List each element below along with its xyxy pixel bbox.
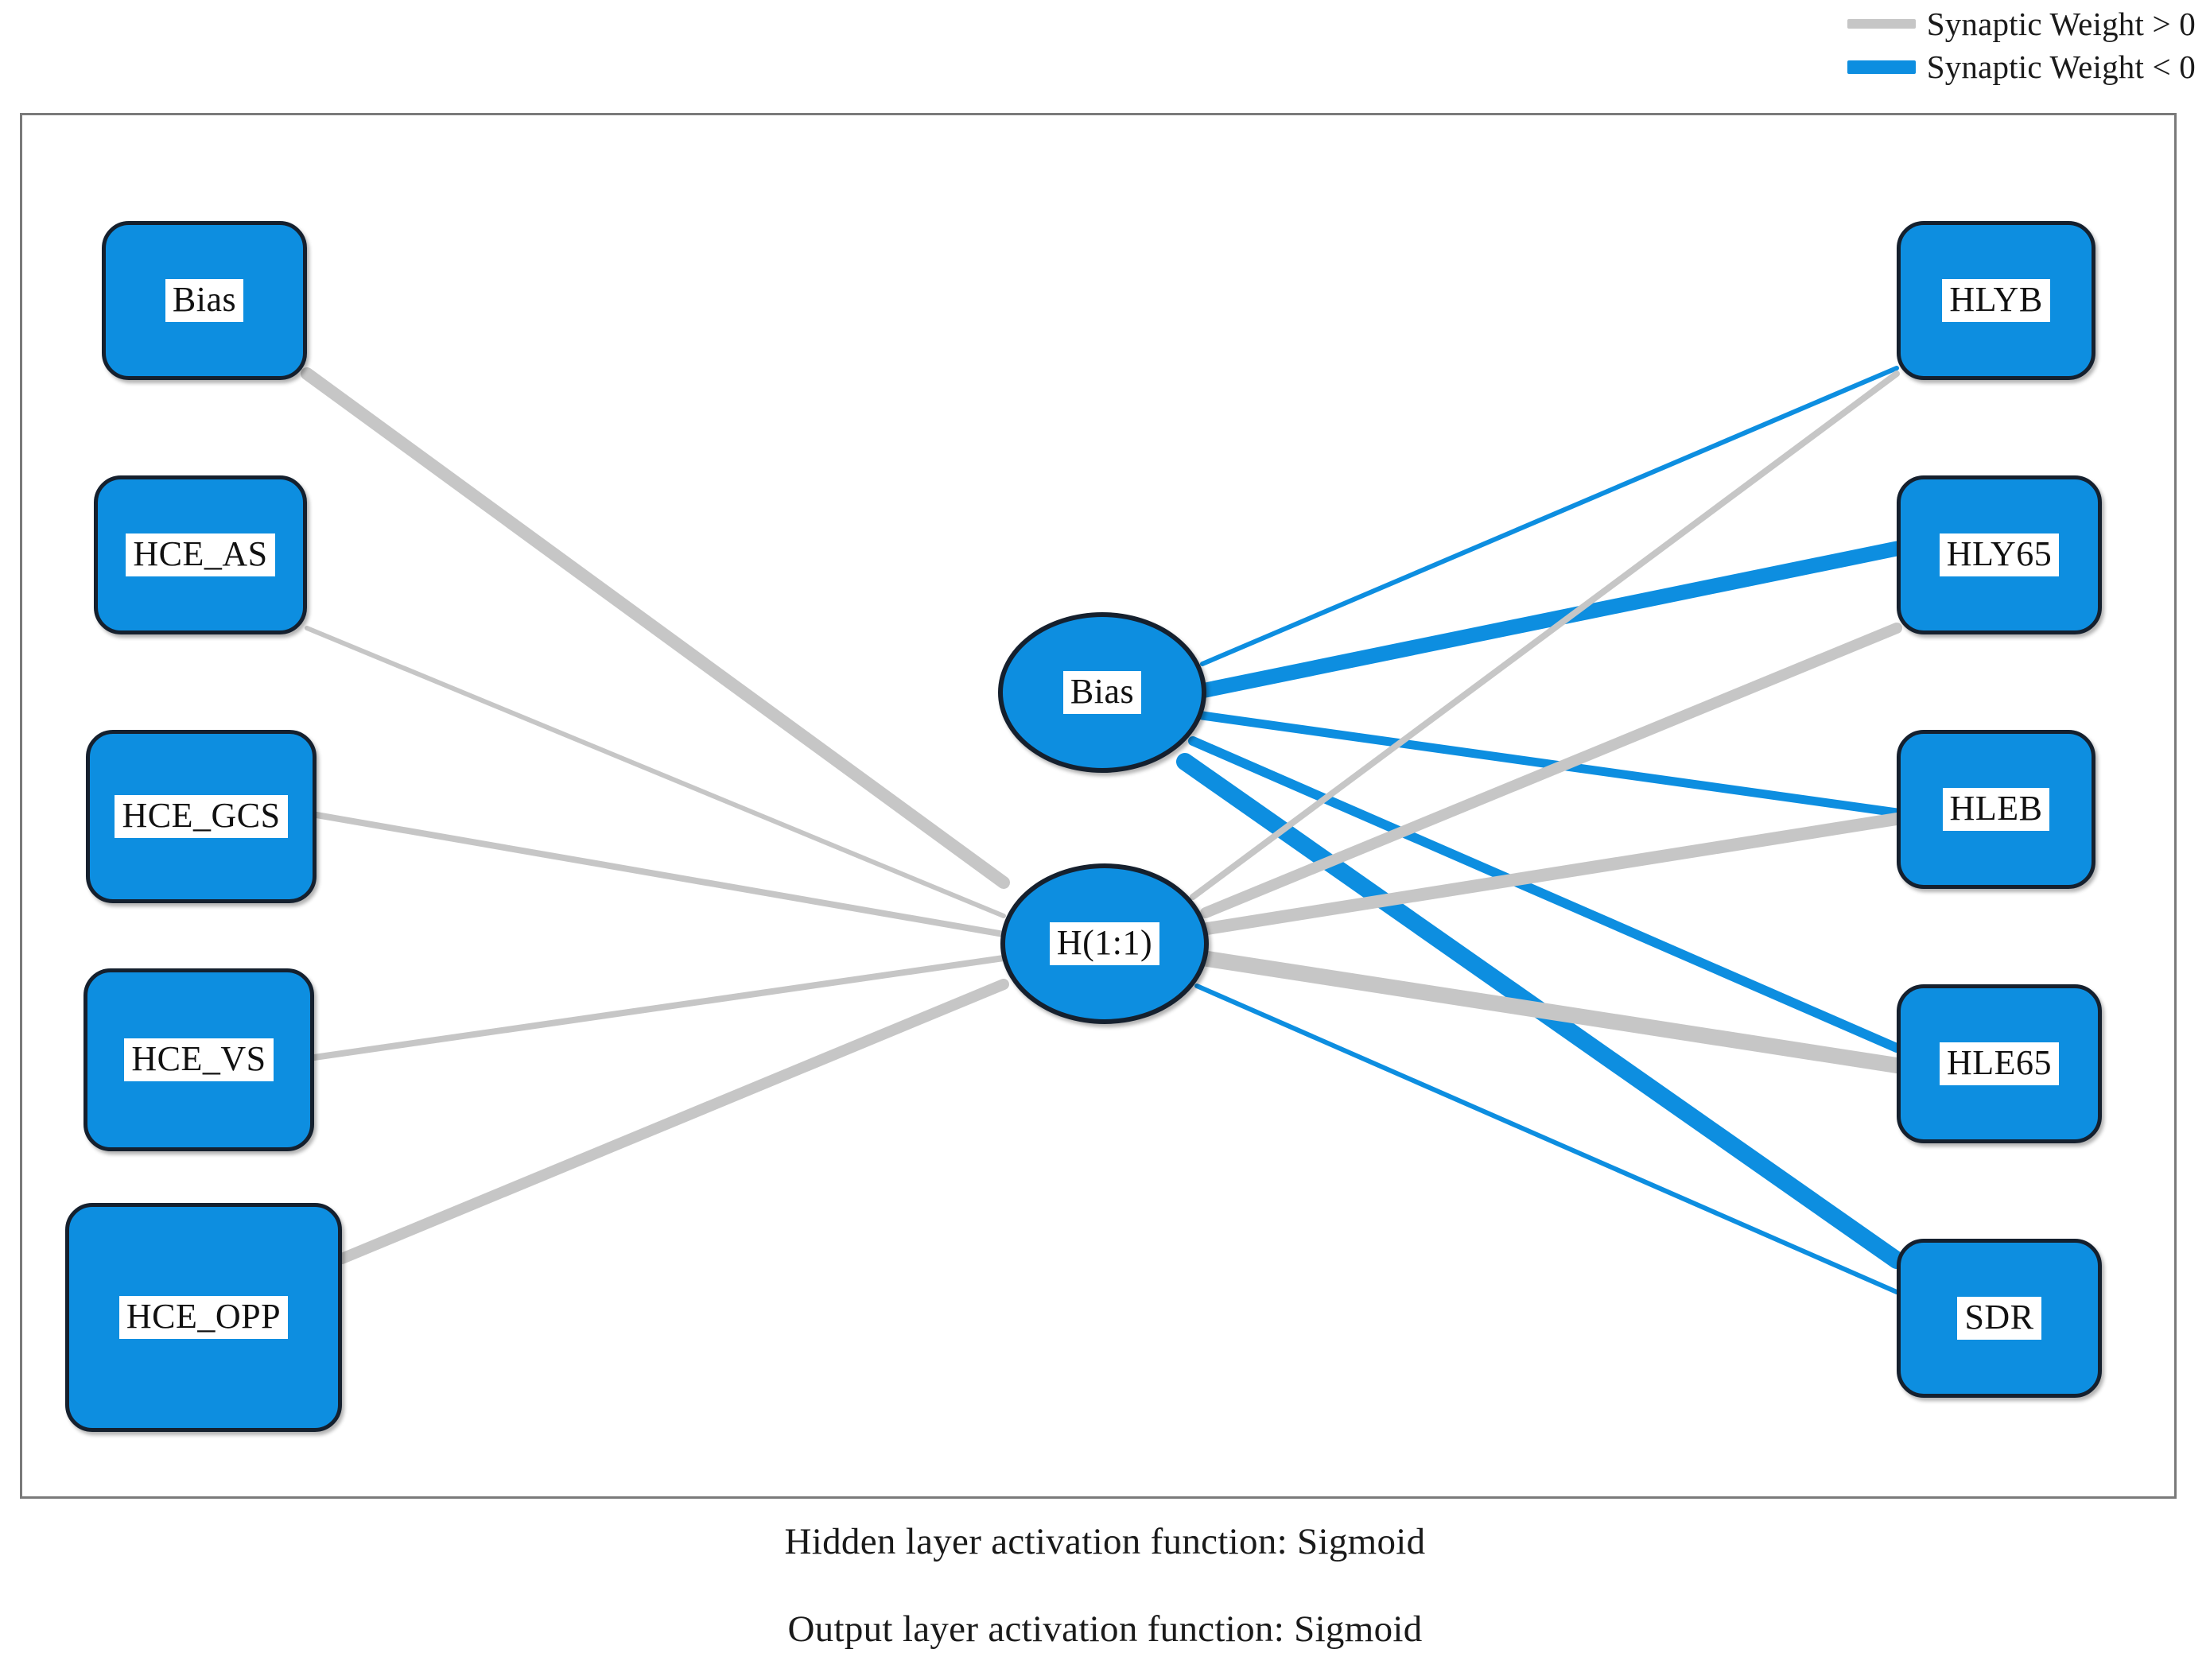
- legend-item-negative: Synaptic Weight < 0: [1847, 48, 2196, 85]
- node-label: Bias: [1062, 670, 1142, 715]
- hidden-activation-caption: Hidden layer activation function: Sigmoi…: [784, 1521, 1426, 1562]
- node-label: H(1:1): [1049, 921, 1160, 966]
- legend-label-positive: Synaptic Weight > 0: [1926, 6, 2196, 42]
- node-in-hce-as[interactable]: HCE_AS: [94, 475, 307, 634]
- output-activation-caption: Output layer activation function: Sigmoi…: [787, 1608, 1423, 1650]
- node-out-hlyb[interactable]: HLYB: [1897, 221, 2095, 380]
- node-in-hce-gcs[interactable]: HCE_GCS: [86, 730, 317, 903]
- legend-label-negative: Synaptic Weight < 0: [1926, 48, 2196, 85]
- node-in-hce-vs[interactable]: HCE_VS: [84, 968, 314, 1151]
- legend-swatch-positive-icon: [1847, 19, 1916, 29]
- legend: Synaptic Weight > 0 Synaptic Weight < 0: [1847, 6, 2196, 85]
- node-label: HCE_VS: [124, 1038, 274, 1082]
- node-label: SDR: [1957, 1296, 2041, 1341]
- legend-swatch-negative-icon: [1847, 60, 1916, 74]
- node-label: HLEB: [1942, 787, 2050, 832]
- node-h-1-1[interactable]: H(1:1): [1000, 863, 1209, 1024]
- node-label: HCE_GCS: [115, 794, 288, 839]
- legend-item-positive: Synaptic Weight > 0: [1847, 6, 2196, 42]
- node-label: HLYB: [1942, 278, 2050, 323]
- node-in-hce-opp[interactable]: HCE_OPP: [65, 1203, 342, 1432]
- diagram-frame: [20, 113, 2177, 1499]
- node-out-hly65[interactable]: HLY65: [1897, 475, 2102, 634]
- node-h-bias[interactable]: Bias: [998, 612, 1206, 773]
- node-label: HCE_AS: [126, 533, 275, 577]
- node-label: HLE65: [1939, 1042, 2060, 1086]
- node-label: Bias: [165, 278, 244, 323]
- node-out-hleb[interactable]: HLEB: [1897, 730, 2095, 889]
- node-out-sdr[interactable]: SDR: [1897, 1239, 2102, 1398]
- node-in-bias[interactable]: Bias: [102, 221, 307, 380]
- node-out-hle65[interactable]: HLE65: [1897, 984, 2102, 1143]
- node-label: HCE_OPP: [118, 1295, 289, 1340]
- node-label: HLY65: [1939, 533, 2060, 577]
